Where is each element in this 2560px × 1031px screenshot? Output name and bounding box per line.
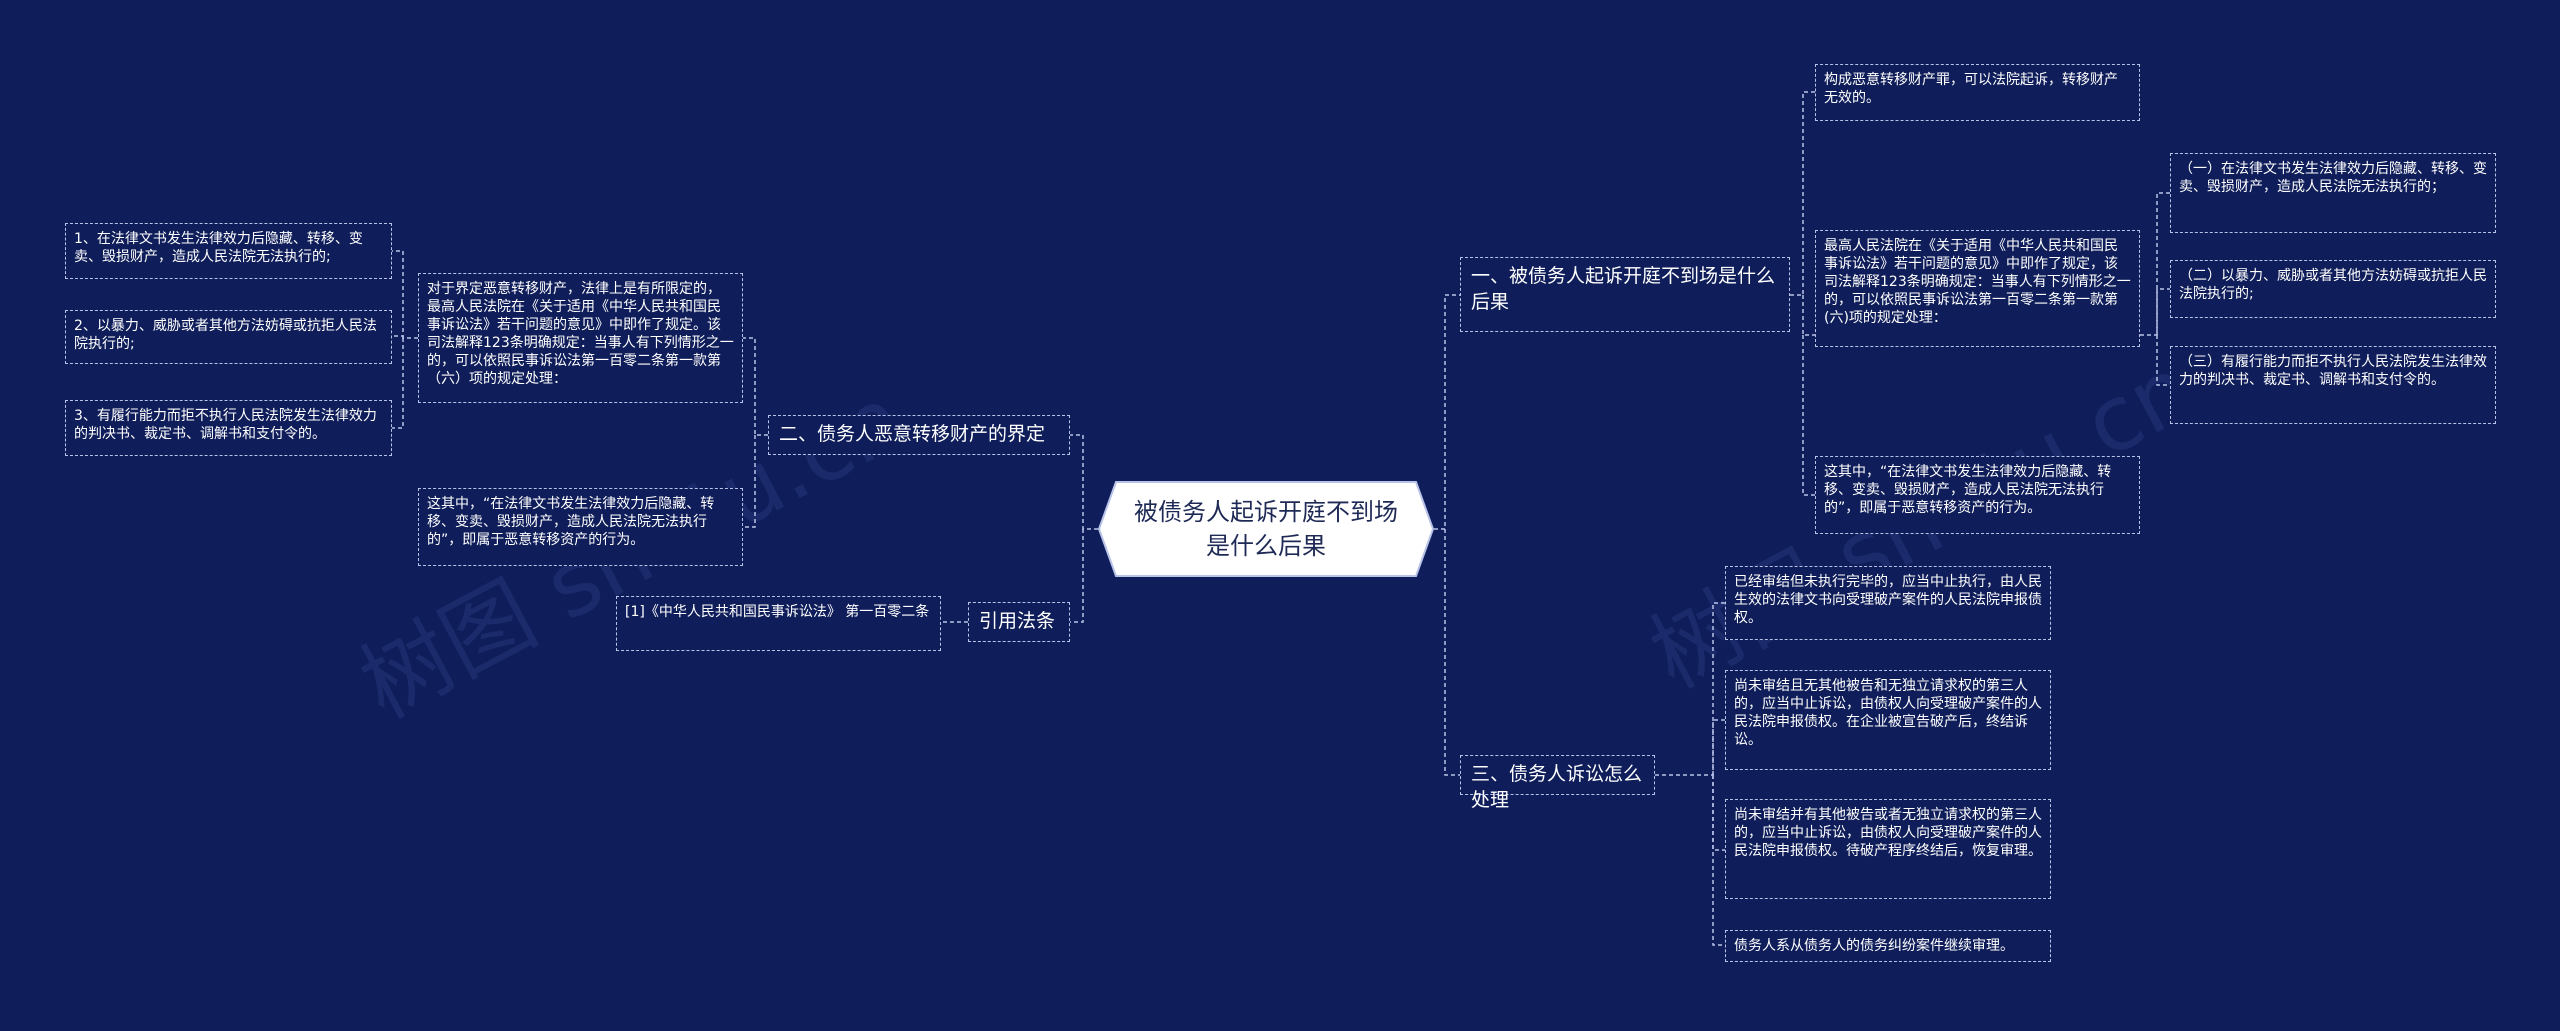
branch-3-leaf-1[interactable]: 已经审结但未执行完毕的，应当中止执行，由人民生效的法律文书向受理破产案件的人民法… (1725, 566, 2051, 640)
branch-1-topic[interactable]: 一、被债务人起诉开庭不到场是什么后果 (1460, 257, 1790, 332)
branch-1-item-2[interactable]: （二）以暴力、威胁或者其他方法妨碍或抗拒人民法院执行的; (2170, 260, 2496, 318)
branch-2-topic[interactable]: 二、债务人恶意转移财产的界定 (768, 415, 1070, 455)
branch-1-leaf-c[interactable]: 这其中，“在法律文书发生法律效力后隐藏、转移、变卖、毁损财产，造成人民法院无法执… (1815, 456, 2140, 534)
branch-3-topic[interactable]: 三、债务人诉讼怎么处理 (1460, 755, 1655, 811)
root-title: 被债务人起诉开庭不到场是什么后果 (1134, 498, 1398, 560)
branch-4-leaf[interactable]: [1]《中华人民共和国民事诉讼法》 第一百零二条 (616, 596, 941, 651)
branch-3-leaf-3[interactable]: 尚未审结并有其他被告或者无独立请求权的第三人的，应当中止诉讼，由债权人向受理破产… (1725, 799, 2051, 899)
branch-3-leaf-2[interactable]: 尚未审结且无其他被告和无独立请求权的第三人的，应当中止诉讼，由债权人向受理破产案… (1725, 670, 2051, 770)
branch-2-leaf-b[interactable]: 这其中，“在法律文书发生法律效力后隐藏、转移、变卖、毁损财产，造成人民法院无法执… (418, 488, 743, 566)
branch-3-leaf-4[interactable]: 债务人系从债务人的债务纠纷案件继续审理。 (1725, 930, 2051, 962)
branch-4-topic[interactable]: 引用法条 (968, 602, 1070, 642)
branch-1-leaf-b[interactable]: 最高人民法院在《关于适用《中华人民共和国民事诉讼法》若干问题的意见》中即作了规定… (1815, 230, 2140, 347)
branch-2-item-2[interactable]: 2、以暴力、威胁或者其他方法妨碍或抗拒人民法院执行的; (65, 310, 392, 364)
branch-2-leaf-a[interactable]: 对于界定恶意转移财产，法律上是有所限定的，最高人民法院在《关于适用《中华人民共和… (418, 273, 743, 403)
root-shape (1098, 481, 1434, 577)
branch-1-item-3[interactable]: （三）有履行能力而拒不执行人民法院发生法律效力的判决书、裁定书、调解书和支付令的… (2170, 346, 2496, 424)
branch-1-leaf-a[interactable]: 构成恶意转移财产罪，可以法院起诉，转移财产无效的。 (1815, 64, 2140, 121)
root-topic[interactable]: 被债务人起诉开庭不到场是什么后果 (1098, 479, 1434, 579)
branch-2-item-1[interactable]: 1、在法律文书发生法律效力后隐藏、转移、变卖、毁损财产，造成人民法院无法执行的; (65, 223, 392, 279)
branch-1-item-1[interactable]: （一）在法律文书发生法律效力后隐藏、转移、变卖、毁损财产，造成人民法院无法执行的… (2170, 153, 2496, 233)
branch-2-item-3[interactable]: 3、有履行能力而拒不执行人民法院发生法律效力的判决书、裁定书、调解书和支付令的。 (65, 400, 392, 456)
